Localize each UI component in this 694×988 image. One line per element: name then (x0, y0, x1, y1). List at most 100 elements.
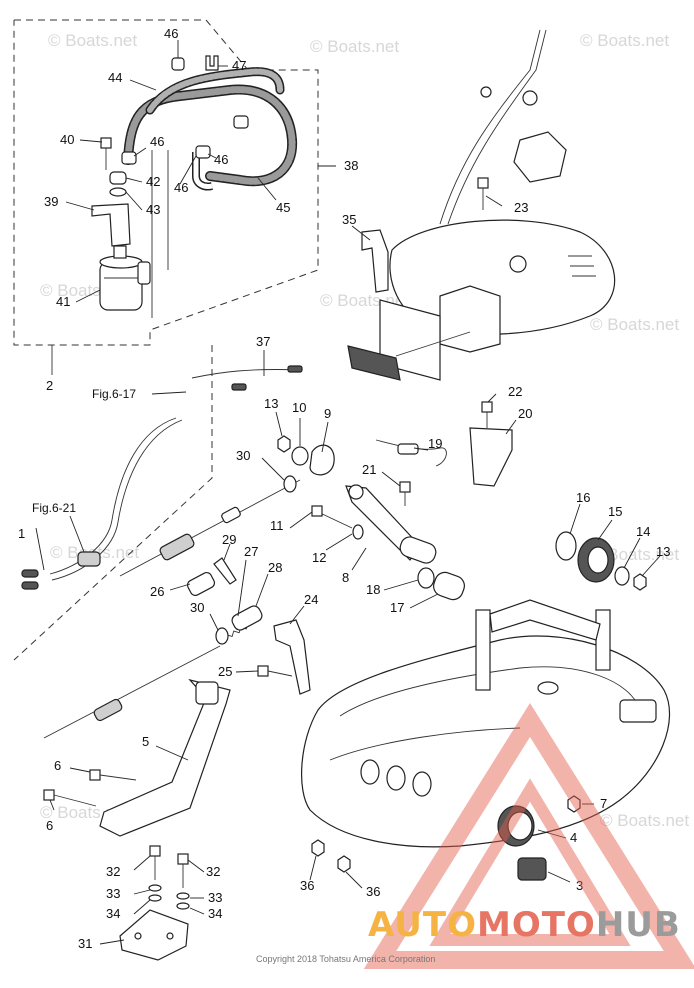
leader-line (641, 555, 661, 577)
leader-line (125, 177, 143, 183)
washer (109, 187, 127, 197)
fuel-filter-nipple (113, 245, 127, 259)
callout-5: 5 (142, 734, 149, 749)
stop-switch-button (347, 345, 401, 381)
cotter-pin (213, 557, 237, 585)
callout-4: 4 (570, 830, 577, 845)
leader-line (35, 527, 45, 571)
callout-46: 46 (150, 134, 164, 149)
bracket-eye (195, 681, 219, 705)
hose-joint (205, 55, 219, 71)
cable-assembly (21, 365, 303, 739)
leader-line (129, 79, 157, 91)
callout-31: 31 (78, 936, 92, 951)
callout-13: 13 (264, 396, 278, 411)
leader-line (537, 829, 567, 839)
leader-line (69, 515, 85, 553)
cable-pin (186, 571, 216, 597)
cowl-rim (329, 727, 521, 761)
logo-triangle-inner (429, 778, 631, 946)
washer (614, 566, 630, 586)
callout-2: 2 (46, 378, 53, 393)
leader-line (309, 855, 317, 881)
leader-line (547, 871, 571, 883)
seal (555, 531, 577, 561)
callout-41: 41 (56, 294, 70, 309)
callout-36: 36 (300, 878, 314, 893)
leader-line (623, 537, 641, 569)
mount-post (595, 609, 611, 671)
throttle-cable-line (119, 479, 301, 577)
leader-line (275, 411, 283, 437)
leader-line (133, 147, 147, 157)
leader-line (69, 767, 91, 773)
wire-harness (51, 419, 183, 581)
cable-joint (231, 605, 263, 631)
nut (311, 839, 325, 857)
washer (215, 627, 229, 645)
figure-reference-6-21: Fig.6-21 (32, 501, 76, 515)
cable-adjuster (221, 506, 241, 524)
callout-23: 23 (514, 200, 528, 215)
cable-bracket-main (99, 678, 231, 837)
bolt-shank (99, 774, 137, 781)
cable-casing-end (159, 533, 195, 561)
plate-hole (134, 932, 142, 940)
cowl-port (412, 771, 432, 797)
automotohub-logo: AUTOMOTOHUB (363, 703, 694, 969)
callout-32: 32 (106, 864, 120, 879)
callout-30: 30 (190, 600, 204, 615)
mounting-brackets (43, 678, 231, 961)
callout-13: 13 (656, 544, 670, 559)
cowl-latch (619, 699, 657, 723)
leader-line (75, 289, 101, 303)
leader-line (321, 421, 329, 453)
leader-line (383, 579, 419, 591)
leader-line (133, 855, 151, 871)
leader-line (209, 613, 219, 631)
fuel-filter-bracket (91, 203, 131, 247)
callout-8: 8 (342, 570, 349, 585)
fuel-hose-upper (147, 68, 283, 113)
leader-line (351, 547, 367, 571)
callout-15: 15 (608, 504, 622, 519)
leader-line (133, 889, 151, 895)
washer (283, 475, 297, 493)
plug (517, 857, 547, 881)
starter-hub (509, 255, 527, 273)
leader-line (65, 201, 95, 211)
callout-22: 22 (508, 384, 522, 399)
collar (109, 171, 127, 185)
group-boundary-fuel (13, 19, 319, 346)
group-boundary-cables (13, 345, 213, 661)
leader-line (413, 447, 429, 451)
callout-44: 44 (108, 70, 122, 85)
callout-26: 26 (150, 584, 164, 599)
lever-bolt (317, 511, 353, 529)
leader-line (125, 191, 143, 211)
fuel-filter-bowl (99, 261, 143, 311)
leader-lines (35, 40, 661, 945)
callout-17: 17 (390, 600, 404, 615)
shift-lever-components (257, 401, 513, 695)
watermark-text: © Boats.net (600, 811, 689, 830)
o-ring (417, 567, 435, 589)
callout-33: 33 (208, 890, 222, 905)
cable-end (522, 90, 538, 106)
leader-line (223, 543, 231, 561)
leader-line (325, 533, 353, 551)
bottom-cowling (301, 599, 671, 881)
bracket-bolt-head (100, 137, 112, 149)
collar (291, 446, 309, 466)
bolt-head (177, 853, 189, 865)
lock-washer (176, 902, 190, 910)
bolt-head (481, 401, 493, 413)
washer (176, 892, 190, 900)
leader-line (49, 799, 55, 811)
hose-clip (121, 151, 137, 165)
cowl-rim (339, 666, 641, 717)
neutral-switch (397, 443, 419, 455)
callout-21: 21 (362, 462, 376, 477)
leader-line (257, 177, 277, 201)
callout-18: 18 (366, 582, 380, 597)
